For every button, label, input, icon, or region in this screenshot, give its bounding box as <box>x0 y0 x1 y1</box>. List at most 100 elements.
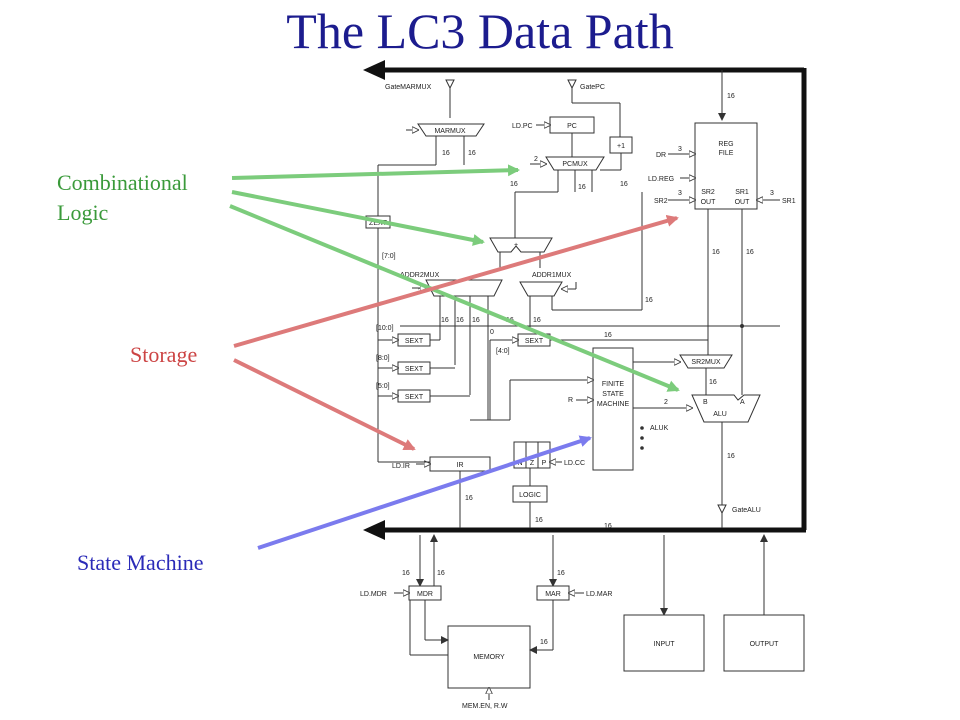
wire-label-16-alu: 16 <box>727 453 735 460</box>
mar-label: MAR <box>545 591 561 598</box>
output-block <box>723 614 805 672</box>
wire-label-16-marmux-l: 16 <box>442 150 450 157</box>
fsm-label-1: FINITE <box>602 381 624 388</box>
arrow-storage-to-regfile <box>233 215 679 348</box>
bus-top <box>363 60 804 80</box>
memory-label: MEMORY <box>473 654 505 661</box>
callout-combinational-logic: Combinational Logic <box>57 168 188 228</box>
wire-label-16-a1-b: 16 <box>533 317 541 324</box>
wire-label-3-sr2: 3 <box>678 190 682 197</box>
mdr-label: MDR <box>417 591 433 598</box>
callout-combinational-line2: Logic <box>57 200 109 225</box>
wire-label-16-sext4: 16 <box>604 332 612 339</box>
dr-label: DR <box>656 152 666 159</box>
wire-label-16-mem: 16 <box>540 639 548 646</box>
mem-en-label: MEM.EN, R.W <box>462 703 508 710</box>
alu-b-label: B <box>703 399 708 406</box>
callout-storage: Storage <box>130 342 198 367</box>
bits-5-0-label: [5:0] <box>376 383 390 390</box>
sext-label-4: SEXT <box>525 338 544 345</box>
pcmux-block <box>545 156 605 171</box>
wire-label-16-topbus: 16 <box>727 93 735 100</box>
arrow-comb-to-adder <box>231 190 485 246</box>
wire-label-16-sr2out: 16 <box>712 249 720 256</box>
wire-label-16-mdr-l: 16 <box>402 570 410 577</box>
gate-alu-label: GateALU <box>732 507 761 514</box>
input-label: INPUT <box>654 641 676 648</box>
finite-state-machine <box>592 347 634 471</box>
z-flag: Z <box>530 460 535 467</box>
input-block <box>623 614 705 672</box>
marmux-label: MARMUX <box>434 128 465 135</box>
fsm-label-3: MACHINE <box>597 401 630 408</box>
alu-label: ALU <box>713 411 727 418</box>
page-title: The LC3 Data Path <box>286 3 674 59</box>
r-label: R <box>568 397 573 404</box>
callout-combinational-line1: Combinational <box>57 170 188 195</box>
wire-label-16-a2-b: 16 <box>456 317 464 324</box>
arrow-comb-to-alu <box>229 204 680 392</box>
gate-pc-triangle <box>567 79 577 90</box>
logic-label: LOGIC <box>519 492 541 499</box>
alu-a-label: A <box>740 399 745 406</box>
gate-pc-label: GatePC <box>580 84 605 91</box>
wire-label-16-a1-c: 16 <box>645 297 653 304</box>
reg-file <box>694 122 758 210</box>
sext-label-3: SEXT <box>405 394 424 401</box>
wire-label-3-sr1: 3 <box>770 190 774 197</box>
output-label: OUTPUT <box>750 641 780 648</box>
sr2mux-block <box>679 354 733 369</box>
zext-label: ZEXT <box>369 220 388 227</box>
marmux-block <box>417 123 485 137</box>
ld-cc-label: LD.CC <box>564 460 585 467</box>
pcmux-label: PCMUX <box>562 161 588 168</box>
addr1mux-block <box>519 281 563 297</box>
wire-label-16-marmux-r: 16 <box>468 150 476 157</box>
gate-marmux-label: GateMARMUX <box>385 84 432 91</box>
sext-label-2: SEXT <box>405 366 424 373</box>
wire-label-16-a2-a: 16 <box>441 317 449 324</box>
sr1-label: SR1 <box>782 198 796 205</box>
gate-alu-triangle <box>717 504 727 515</box>
wire-label-2-pcmux: 2 <box>534 156 538 163</box>
wire-label-16-mdr-r: 16 <box>437 570 445 577</box>
reg-file-label-2: FILE <box>719 150 734 157</box>
n-flag: N <box>517 460 522 467</box>
fsm-label-2: STATE <box>602 391 624 398</box>
adder-label: + <box>514 242 518 249</box>
memory-block <box>447 625 531 689</box>
sr2-label: SR2 <box>654 198 668 205</box>
bus-bottom <box>363 520 806 540</box>
gate-marmux-triangle <box>445 79 455 90</box>
wire-label-16-pcmux-c: 16 <box>620 181 628 188</box>
ir-label: IR <box>457 462 464 469</box>
plus1-label: +1 <box>617 143 625 150</box>
wire-label-16-ir: 16 <box>465 495 473 502</box>
reg-file-label-1: REG <box>718 141 733 148</box>
p-flag: P <box>542 460 547 467</box>
sr1-out-label-1: SR1 <box>735 189 749 196</box>
wire-label-16-pcmux-b: 16 <box>578 184 586 191</box>
sr1-out-label-2: OUT <box>735 199 751 206</box>
wire-label-16-logic: 16 <box>535 517 543 524</box>
bits-10-0-label: [10:0] <box>376 325 394 332</box>
ld-reg-label: LD.REG <box>648 176 674 183</box>
ld-mdr-label: LD.MDR <box>360 591 387 598</box>
sext-label-1: SEXT <box>405 338 424 345</box>
ld-pc-label: LD.PC <box>512 123 533 130</box>
sr2-out-label-2: OUT <box>701 199 717 206</box>
arrow-comb-to-pcmux <box>231 164 520 180</box>
addr2mux-label: ADDR2MUX <box>400 272 440 279</box>
arrow-storage-to-ir <box>233 358 416 451</box>
wire-label-2-aluk: 2 <box>664 399 668 406</box>
bits-7-0-label: [7:0] <box>382 253 396 260</box>
wire-label-16-sr2mux: 16 <box>709 379 717 386</box>
pc-label: PC <box>567 123 577 130</box>
wire-label-16-extra: 16 <box>604 523 612 530</box>
sr2-out-label-1: SR2 <box>701 189 715 196</box>
ld-mar-label: LD.MAR <box>586 591 612 598</box>
wire-label-16-a2-c: 16 <box>472 317 480 324</box>
wire-label-16-mar: 16 <box>557 570 565 577</box>
wire-label-3-dr: 3 <box>678 146 682 153</box>
